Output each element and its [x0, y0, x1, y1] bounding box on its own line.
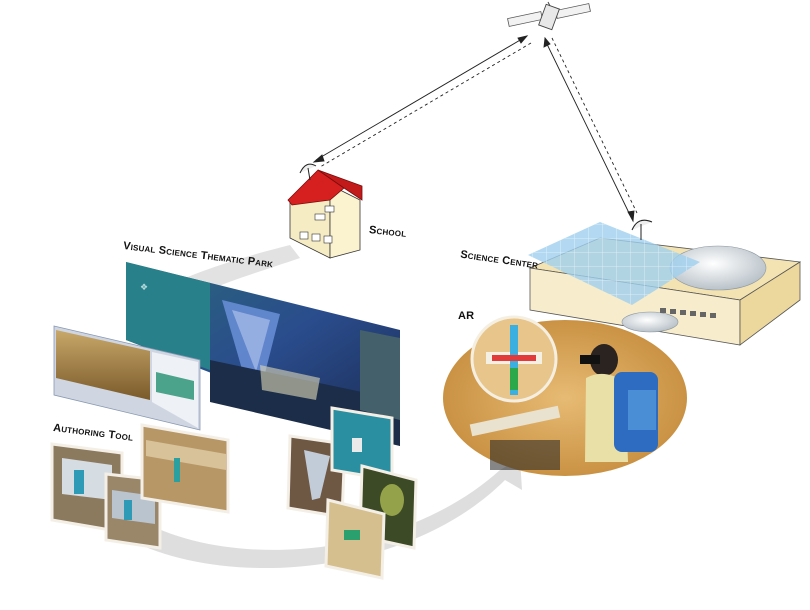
photo-park-4: [326, 500, 384, 578]
label-ar: AR: [458, 310, 474, 322]
dome-small: [622, 312, 678, 332]
link-satellite-science-center: [544, 38, 637, 221]
photo-authoring-3: [142, 425, 228, 512]
ar-scene: [443, 317, 687, 476]
link-satellite-school: [314, 36, 531, 167]
svg-text:❖: ❖: [140, 282, 148, 292]
satellite-icon: [508, 2, 591, 30]
school-building: [288, 164, 362, 258]
